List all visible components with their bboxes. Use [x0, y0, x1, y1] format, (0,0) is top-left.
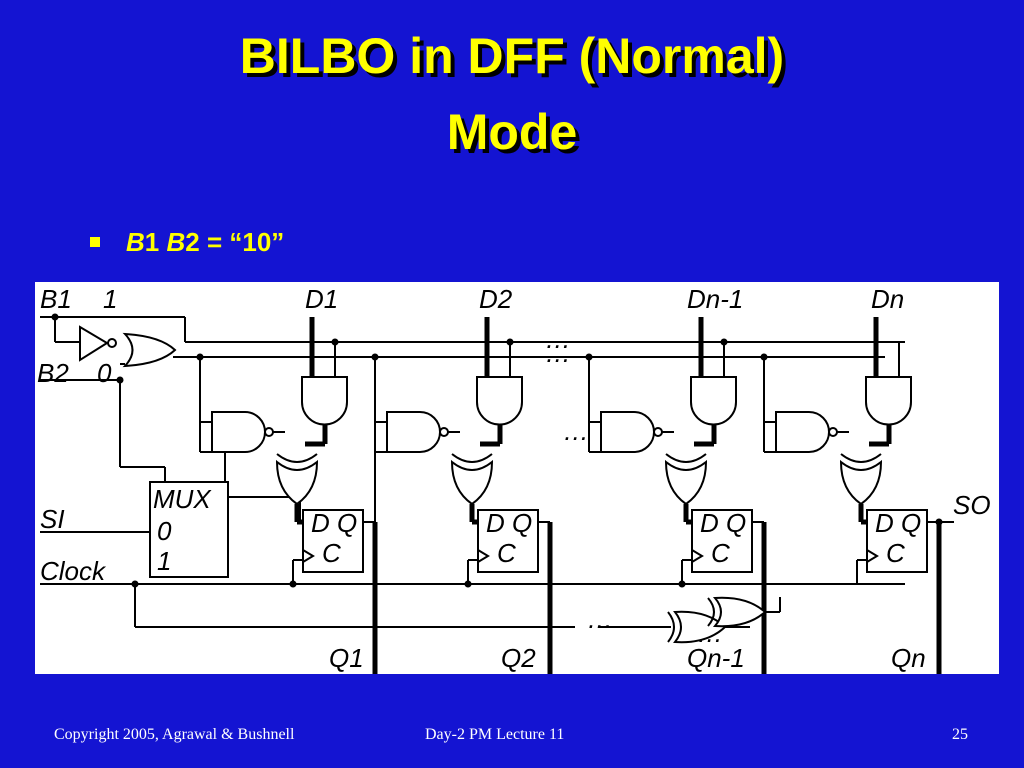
bullet-value: = “10”	[199, 226, 285, 257]
ffn1-c: C	[711, 538, 730, 568]
ellipsis-bottom: …	[587, 604, 613, 634]
circuit-svg: B1 1 B2 0 SI Clock SO MUX 0 1 D1 D2 Dn-1…	[37, 284, 991, 674]
ffn1-dq: D Q	[700, 508, 746, 538]
footer-lecture: Day-2 PM Lecture 11	[425, 726, 565, 743]
label-mux: MUX	[153, 484, 212, 514]
label-si: SI	[40, 504, 65, 534]
label-mux-1: 1	[157, 546, 171, 576]
ff2-c: C	[497, 538, 516, 568]
label-so: SO	[953, 490, 991, 520]
label-dn-1: Dn-1	[687, 284, 743, 314]
ellipsis-top-2: …	[545, 338, 571, 368]
label-b2-value: 0	[97, 358, 112, 388]
b1-italic: B	[126, 226, 145, 257]
label-q1: Q1	[329, 643, 364, 673]
label-qn-1: Qn-1	[687, 643, 745, 673]
ellipsis-bottom-2: …	[697, 618, 723, 648]
square-bullet-icon	[90, 237, 100, 247]
bilbo-circuit-diagram: B1 1 B2 0 SI Clock SO MUX 0 1 D1 D2 Dn-1…	[35, 282, 999, 674]
bullet-item: B1 B2 = “10”	[90, 222, 284, 262]
bullet-text: B1 B2 = “10”	[126, 227, 284, 258]
title-line-1: BILBO in DFF (Normal)	[239, 28, 785, 84]
footer-page-number: 25	[952, 726, 968, 743]
ffn-dq: D Q	[875, 508, 921, 538]
title-line-2: Mode	[446, 104, 578, 160]
ff1-dq: D Q	[311, 508, 357, 538]
ellipsis-top: …	[545, 324, 571, 354]
b2-italic: B	[166, 226, 186, 257]
label-mux-0: 0	[157, 516, 172, 546]
label-b2: B2	[37, 358, 69, 388]
label-clock: Clock	[40, 556, 107, 586]
label-d1: D1	[305, 284, 338, 314]
ffn-c: C	[886, 538, 905, 568]
label-q2: Q2	[501, 643, 536, 673]
ff2-dq: D Q	[486, 508, 532, 538]
label-qn: Qn	[891, 643, 926, 673]
label-d2: D2	[479, 284, 513, 314]
footer-copyright: Copyright 2005, Agrawal & Bushnell	[54, 726, 295, 743]
b1-number: 1	[144, 226, 160, 257]
ellipsis-mid: …	[563, 416, 589, 446]
label-b1-value: 1	[103, 284, 117, 314]
label-b1: B1	[40, 284, 72, 314]
label-dn: Dn	[871, 284, 904, 314]
b2-number: 2	[185, 226, 200, 257]
ff1-c: C	[322, 538, 341, 568]
